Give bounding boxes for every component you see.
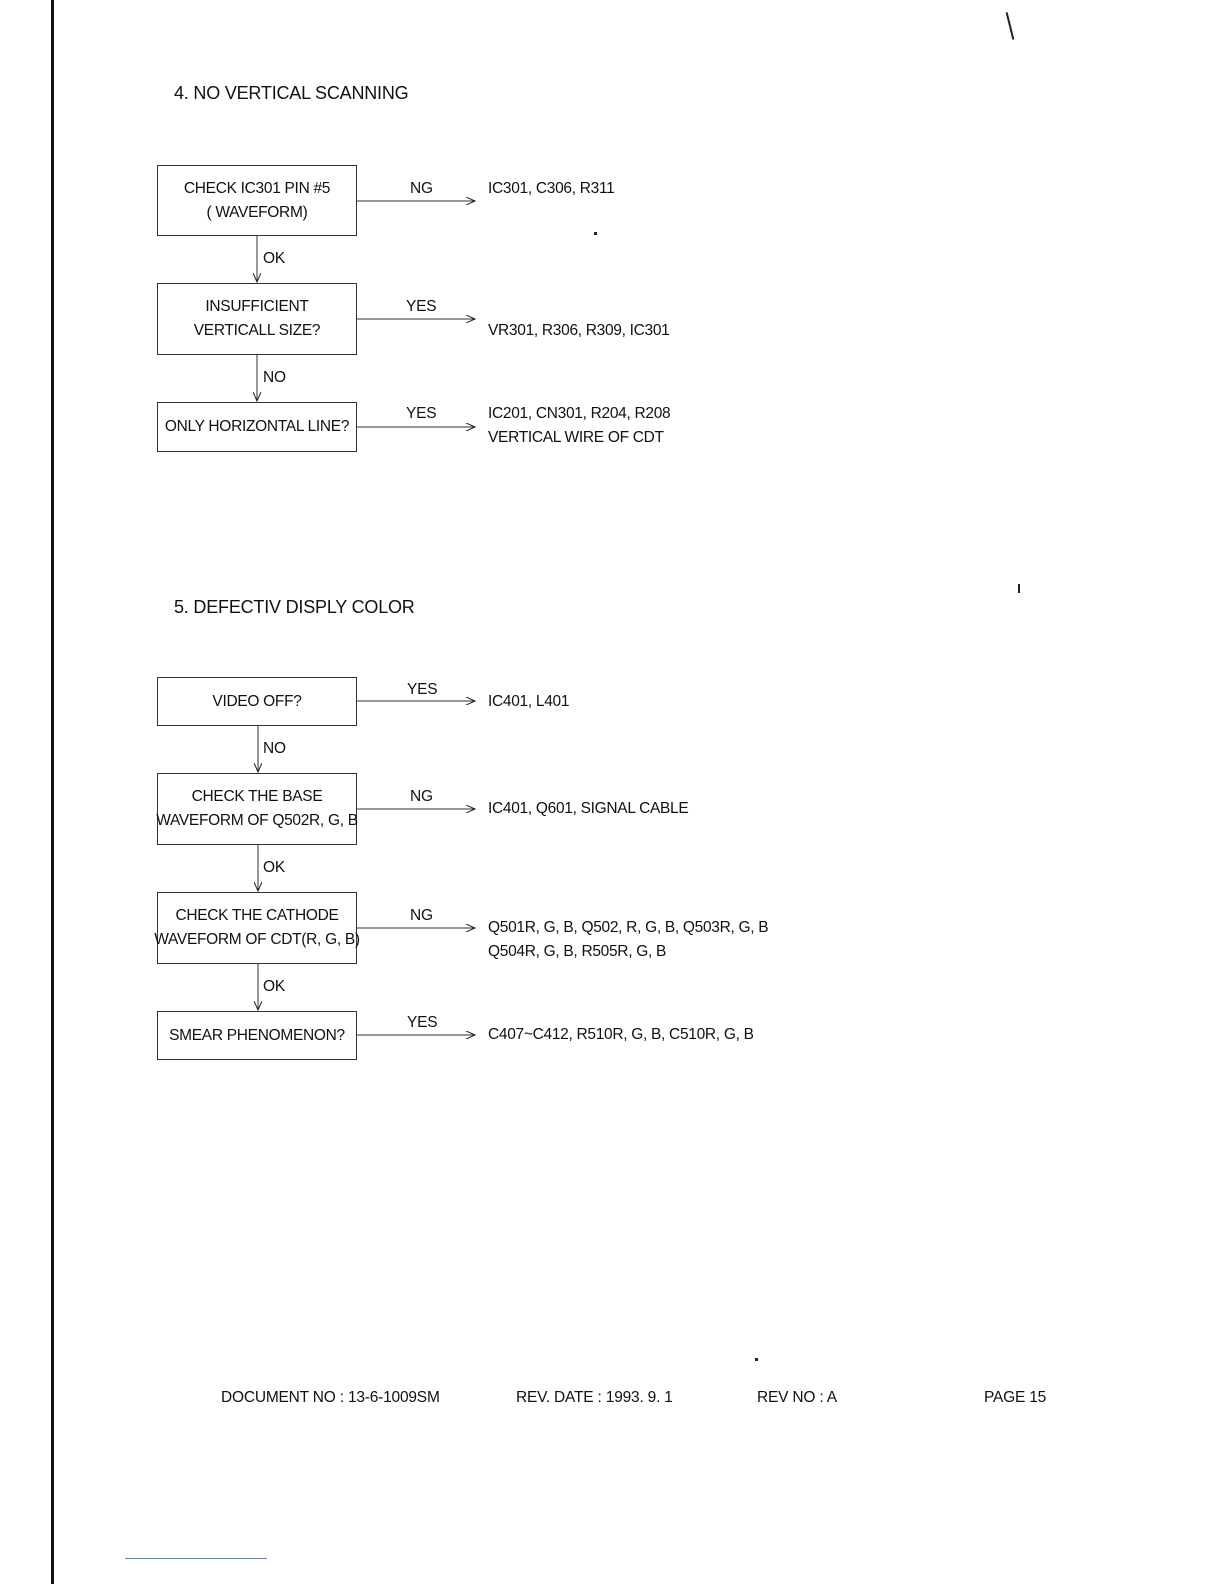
flowchart-step: CHECK THE BASE WAVEFORM OF Q502R, G, B (156, 773, 358, 845)
branch-label: YES (407, 681, 438, 698)
result-text: IC301, C306, R311 (488, 180, 615, 197)
step-text: CHECK IC301 PIN #5 (183, 179, 331, 197)
flowchart-step: ONLY HORIZONTAL LINE? (157, 402, 357, 452)
branch-label: YES (407, 1014, 438, 1031)
step-text: SMEAR PHENOMENON? (169, 1026, 345, 1044)
revision-number: REV NO : A (757, 1389, 837, 1406)
result-text: IC201, CN301, R204, R208 (488, 405, 671, 422)
branch-result: IC401, L401 (488, 690, 569, 714)
underline-rule (125, 1558, 267, 1559)
result-text: Q501R, G, B, Q502, R, G, B, Q503R, G, B (488, 919, 769, 936)
flow-label: OK (263, 978, 285, 995)
step-text: VIDEO OFF? (212, 692, 302, 710)
branch-label: NG (410, 788, 433, 805)
branch-label: NG (410, 180, 433, 197)
branch-result: IC401, Q601, SIGNAL CABLE (488, 797, 689, 821)
step-text: WAVEFORM OF CDT(R, G, B) (154, 931, 360, 948)
page-number: PAGE 15 (984, 1389, 1047, 1406)
branch-result: Q501R, G, B, Q502, R, G, B, Q503R, G, B … (488, 916, 769, 964)
scan-mark (1018, 584, 1020, 593)
step-text: CHECK THE CATHODE (175, 907, 339, 924)
branch-result: VR301, R306, R309, IC301 (488, 319, 670, 343)
flowchart-step: INSUFFICIENT VERTICALL SIZE? (157, 283, 357, 355)
step-text: ( WAVEFORM) (206, 203, 308, 221)
branch-result: C407~C412, R510R, G, B, C510R, G, B (488, 1023, 754, 1047)
flowchart-step: CHECK IC301 PIN #5 ( WAVEFORM) (157, 165, 357, 236)
step-text: CHECK THE BASE (191, 788, 323, 805)
scan-mark (755, 1358, 758, 1361)
flowchart-step: CHECK THE CATHODE WAVEFORM OF CDT(R, G, … (154, 892, 360, 964)
flowchart-step: SMEAR PHENOMENON? (157, 1011, 357, 1060)
document-number: DOCUMENT NO : 13-6-1009SM (221, 1389, 440, 1406)
branch-label: NG (410, 907, 433, 924)
branch-result: IC201, CN301, R204, R208 VERTICAL WIRE O… (488, 402, 671, 450)
result-text: IC401, L401 (488, 693, 570, 710)
flowchart-step: VIDEO OFF? (157, 677, 357, 726)
result-text: VR301, R306, R309, IC301 (488, 322, 670, 339)
step-text: VERTICALL SIZE? (193, 322, 321, 339)
binding-edge (51, 0, 54, 1584)
result-text: Q504R, G, B, R505R, G, B (488, 943, 667, 960)
branch-result: IC301, C306, R311 (488, 177, 615, 201)
section-title: 5. DEFECTIV DISPLY COLOR (174, 597, 415, 617)
result-text: VERTICAL WIRE OF CDT (488, 429, 664, 446)
result-text: C407~C412, R510R, G, B, C510R, G, B (488, 1026, 754, 1043)
scan-mark (594, 232, 597, 235)
result-text: IC401, Q601, SIGNAL CABLE (488, 800, 689, 817)
flow-label: OK (263, 859, 285, 876)
section-title: 4. NO VERTICAL SCANNING (174, 83, 409, 103)
revision-date: REV. DATE : 1993. 9. 1 (516, 1389, 673, 1406)
flow-label: NO (263, 369, 286, 386)
flow-label: OK (263, 250, 285, 267)
flow-label: NO (263, 740, 286, 757)
branch-label: YES (406, 405, 437, 422)
step-text: INSUFFICIENT (205, 298, 309, 315)
step-text: ONLY HORIZONTAL LINE? (164, 418, 350, 435)
step-text: WAVEFORM OF Q502R, G, B (156, 812, 358, 829)
branch-label: YES (406, 298, 437, 315)
